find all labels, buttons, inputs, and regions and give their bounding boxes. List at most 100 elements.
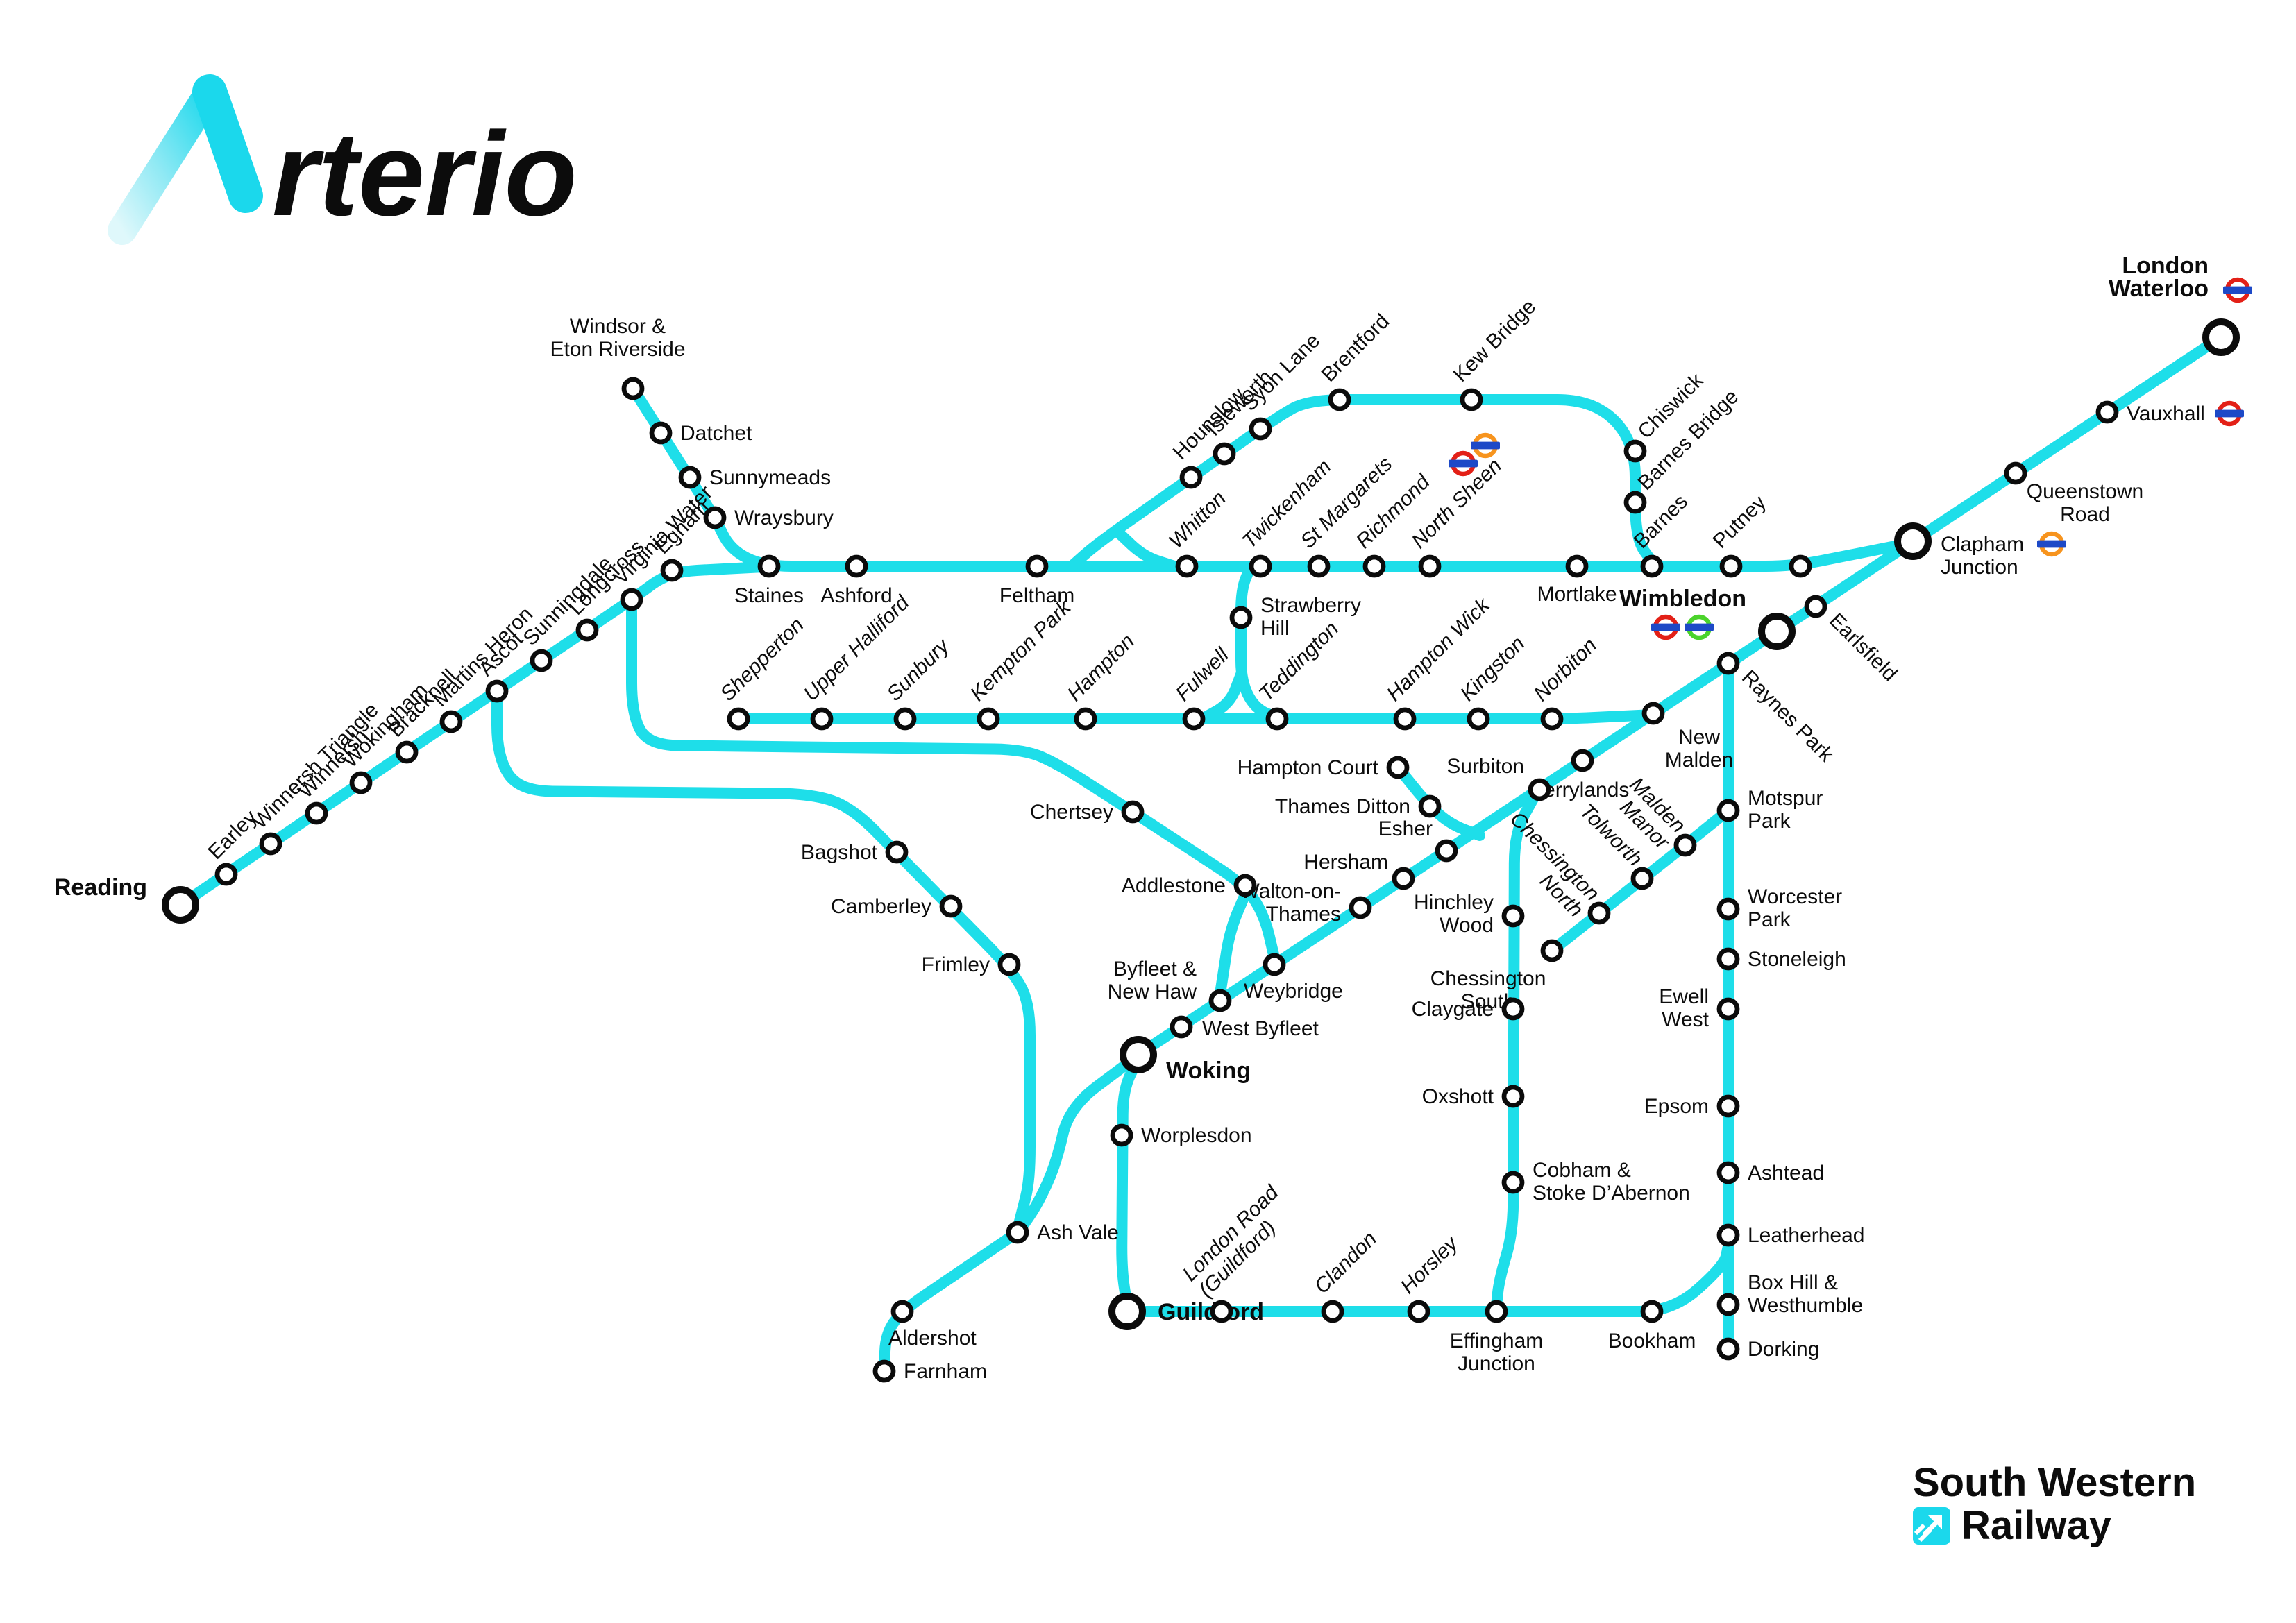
station-label-camberley: Camberley bbox=[831, 895, 931, 918]
station-label-vauxhall: Vauxhall bbox=[2127, 402, 2205, 425]
station-egham bbox=[660, 559, 684, 582]
station-label-hersham: Hersham bbox=[1303, 851, 1388, 874]
station-label-dorking: Dorking bbox=[1748, 1338, 1819, 1361]
station-sunbury bbox=[893, 707, 917, 731]
swr-logo: South Western Railway bbox=[1913, 1460, 2196, 1548]
station-camberley bbox=[939, 894, 963, 918]
station-london-waterloo bbox=[2202, 318, 2240, 356]
station-label-frimley: Frimley bbox=[922, 953, 990, 976]
station-hampton-court bbox=[1386, 756, 1410, 779]
wimbledon-tram-roundel bbox=[1685, 614, 1714, 640]
station-kingston bbox=[1467, 707, 1490, 731]
station-ash-vale bbox=[1006, 1221, 1029, 1244]
station-barnes bbox=[1640, 554, 1664, 578]
route-feltham-triangle-leg bbox=[1113, 527, 1180, 572]
station-label-feltham: Feltham bbox=[999, 584, 1074, 607]
station-isleworth bbox=[1213, 442, 1236, 466]
station-chiswick bbox=[1623, 439, 1647, 463]
route-ascot-frimley-line bbox=[491, 688, 1036, 1235]
station-earlsfield bbox=[1804, 595, 1827, 618]
station-epsom bbox=[1716, 1094, 1740, 1118]
station-walton-on-thames bbox=[1349, 896, 1372, 919]
station-virginia-water bbox=[620, 588, 643, 611]
station-worcester-park bbox=[1716, 897, 1740, 921]
station-label-claygate: Claygate bbox=[1412, 998, 1494, 1021]
station-north-sheen bbox=[1418, 554, 1442, 578]
station-label-walton-on-thames: Walton-on-Thames bbox=[1240, 880, 1341, 926]
station-label-stoneleigh: Stoneleigh bbox=[1748, 948, 1846, 971]
swr-arrow-icon bbox=[1913, 1507, 1950, 1545]
station-label-mortlake: Mortlake bbox=[1537, 583, 1617, 606]
station-aldershot bbox=[890, 1300, 914, 1323]
station-kempton-park bbox=[977, 707, 1000, 731]
route-main-line bbox=[1133, 332, 2227, 1060]
station-sunnymeads bbox=[678, 466, 702, 489]
station-label-ash-vale: Ash Vale bbox=[1037, 1221, 1119, 1244]
station-wokingham bbox=[349, 771, 373, 794]
station-ashtead bbox=[1716, 1161, 1740, 1184]
station-winnersh-triangle bbox=[259, 832, 282, 856]
station-ashford bbox=[845, 554, 868, 578]
station-longcross bbox=[575, 618, 599, 642]
station-thames-ditton bbox=[1418, 794, 1442, 818]
station-label-woking: Woking bbox=[1166, 1057, 1251, 1084]
station-ewell-west bbox=[1716, 997, 1740, 1021]
station-hounslow bbox=[1179, 466, 1203, 489]
station-staines bbox=[757, 554, 781, 578]
station-label-addlestone: Addlestone bbox=[1122, 874, 1226, 897]
station-label-worplesdon: Worplesdon bbox=[1141, 1124, 1252, 1147]
station-london-road-guildford bbox=[1210, 1300, 1233, 1323]
station-oxshott bbox=[1501, 1085, 1525, 1108]
station-chertsey bbox=[1121, 800, 1145, 824]
station-leatherhead bbox=[1716, 1223, 1740, 1247]
station-twickenham bbox=[1249, 554, 1272, 578]
route-woking-ashvale-link bbox=[1015, 1060, 1130, 1235]
waterloo-underground-roundel bbox=[2223, 277, 2252, 303]
station-datchet bbox=[649, 421, 673, 445]
station-effingham-junction bbox=[1485, 1300, 1508, 1323]
route-byfleet-triangle-leg bbox=[1215, 883, 1253, 999]
station-label-ashtead: Ashtead bbox=[1748, 1162, 1824, 1184]
station-surbiton bbox=[1528, 778, 1551, 801]
station-label-thames-ditton: Thames Ditton bbox=[1275, 795, 1410, 818]
station-clapham-junction bbox=[1894, 522, 1932, 560]
clapham-overground-roundel bbox=[2037, 531, 2066, 557]
station-chessington-south bbox=[1540, 939, 1564, 962]
station-label-bookham: Bookham bbox=[1608, 1329, 1696, 1352]
station-addlestone bbox=[1233, 874, 1257, 897]
station-cobham-stoke-dabernon bbox=[1501, 1171, 1525, 1194]
station-stoneleigh bbox=[1716, 947, 1740, 971]
wimbledon-underground-roundel bbox=[1651, 614, 1680, 640]
station-farnham bbox=[872, 1359, 896, 1383]
arterio-lambda-leg-icon bbox=[192, 74, 263, 213]
station-dorking bbox=[1716, 1337, 1740, 1361]
station-reading bbox=[162, 886, 199, 924]
station-horsley bbox=[1407, 1300, 1430, 1323]
station-label-wimbledon: Wimbledon bbox=[1619, 586, 1746, 612]
station-woking bbox=[1120, 1036, 1157, 1073]
station-ascot bbox=[485, 679, 509, 703]
station-whitton bbox=[1175, 554, 1199, 578]
station-sunningdale bbox=[530, 649, 553, 672]
station-chessington-north bbox=[1587, 901, 1611, 925]
station-label-esher: Esher bbox=[1378, 817, 1433, 840]
station-berrylands bbox=[1571, 749, 1594, 772]
station-guildford bbox=[1108, 1293, 1146, 1330]
arterio-wordmark: rterio bbox=[272, 108, 577, 241]
station-barnes-bridge bbox=[1623, 491, 1647, 514]
station-fulwell bbox=[1182, 707, 1206, 731]
station-bookham bbox=[1640, 1300, 1664, 1323]
station-label-bagshot: Bagshot bbox=[801, 841, 878, 864]
station-weybridge bbox=[1263, 953, 1286, 976]
station-byfleet-new-haw bbox=[1208, 989, 1232, 1012]
station-tolworth bbox=[1630, 867, 1654, 890]
station-west-byfleet bbox=[1170, 1015, 1193, 1039]
station-label-chertsey: Chertsey bbox=[1030, 801, 1113, 824]
